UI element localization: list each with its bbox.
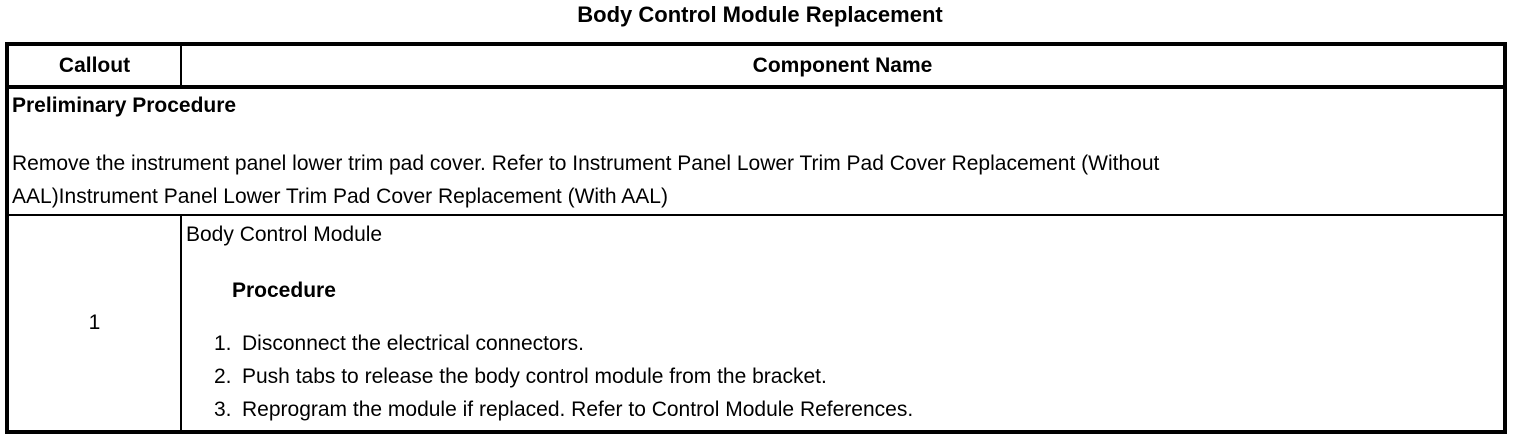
procedure-step: 3. Reprogram the module if replaced. Ref…	[186, 393, 1503, 426]
component-title: Body Control Module	[186, 223, 383, 246]
callout-number: 1	[88, 311, 101, 334]
step-number: 3.	[214, 398, 232, 421]
component-name-column-header: Component Name	[752, 53, 933, 77]
preliminary-procedure-text: Remove the instrument panel lower trim p…	[12, 147, 1497, 213]
callout-column-header: Callout	[58, 53, 131, 77]
table-header-row: Callout Component Name	[9, 46, 1503, 89]
step-text: Push tabs to release the body control mo…	[242, 365, 827, 388]
procedure-step-list: 1. Disconnect the electrical connectors.…	[186, 327, 1503, 426]
preliminary-procedure-heading: Preliminary Procedure	[12, 94, 237, 117]
callout-cell: 1	[9, 216, 182, 430]
step-number: 2.	[214, 365, 232, 388]
procedure-step: 1. Disconnect the electrical connectors.	[186, 327, 1503, 360]
preliminary-text-line: Remove the instrument panel lower trim p…	[12, 152, 1160, 175]
step-text: Disconnect the electrical connectors.	[242, 332, 584, 355]
preliminary-procedure-row: Preliminary Procedure Remove the instrum…	[9, 89, 1503, 216]
step-text: Reprogram the module if replaced. Refer …	[242, 398, 914, 421]
procedure-table: Callout Component Name Preliminary Proce…	[5, 42, 1507, 434]
procedure-step: 2. Push tabs to release the body control…	[186, 360, 1503, 393]
header-cell-component-name: Component Name	[182, 46, 1503, 85]
table-row: 1 Body Control Module Procedure 1. Disco…	[9, 216, 1503, 430]
step-number: 1.	[214, 332, 232, 355]
procedure-heading: Procedure	[232, 279, 336, 302]
header-cell-callout: Callout	[9, 46, 182, 85]
page-title: Body Control Module Replacement	[577, 2, 943, 27]
preliminary-text-line: AAL)Instrument Panel Lower Trim Pad Cove…	[12, 185, 668, 208]
component-cell: Body Control Module Procedure 1. Disconn…	[182, 216, 1503, 430]
